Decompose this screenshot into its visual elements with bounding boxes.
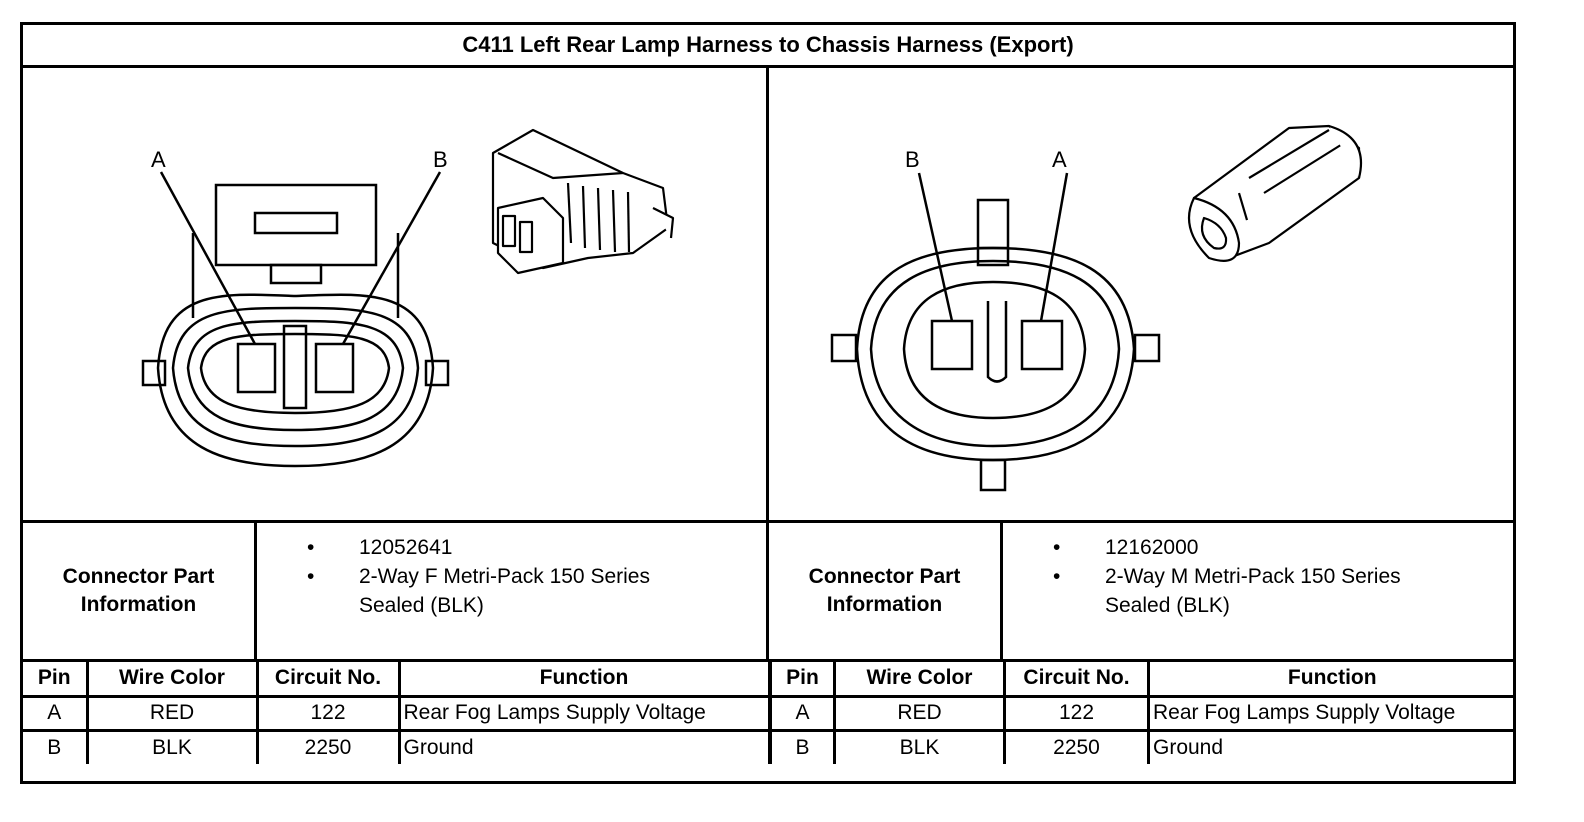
circuit-cell: 122 bbox=[255, 694, 401, 732]
wire-color-cell: BLK bbox=[85, 728, 259, 764]
right-part-info: Connector Part Information 12162000 2-Wa… bbox=[769, 520, 1513, 662]
pin-cell: B bbox=[769, 728, 836, 764]
left-part-description: 2-Way F Metri-Pack 150 Series Sealed (BL… bbox=[307, 562, 719, 620]
col-function: Function bbox=[1147, 662, 1515, 698]
table-header-row: Pin Wire Color Circuit No. Function bbox=[769, 662, 1515, 698]
col-pin: Pin bbox=[769, 662, 836, 698]
male-connector-illustration bbox=[1187, 124, 1363, 262]
connector-sheet: C411 Left Rear Lamp Harness to Chassis H… bbox=[20, 22, 1516, 784]
wire-color-cell: BLK bbox=[833, 728, 1006, 764]
right-pin-table: Pin Wire Color Circuit No. Function A RE… bbox=[769, 662, 1515, 764]
left-pin-table: Pin Wire Color Circuit No. Function A RE… bbox=[23, 662, 771, 764]
wire-color-cell: RED bbox=[85, 694, 259, 732]
right-part-number: 12162000 bbox=[1053, 533, 1465, 562]
circuit-cell: 2250 bbox=[1003, 728, 1150, 764]
left-pin-label-a: A bbox=[151, 147, 166, 172]
right-pin-label-b: B bbox=[905, 147, 920, 172]
right-part-info-list: 12162000 2-Way M Metri-Pack 150 Series S… bbox=[1003, 523, 1465, 659]
col-circuit: Circuit No. bbox=[255, 662, 401, 698]
table-row: B BLK 2250 Ground bbox=[769, 728, 1515, 764]
left-pin-label-b: B bbox=[433, 147, 448, 172]
female-connector-face-drawing: A B bbox=[141, 128, 675, 468]
col-wire-color: Wire Color bbox=[85, 662, 259, 698]
table-row: B BLK 2250 Ground bbox=[23, 728, 771, 764]
function-cell: Rear Fog Lamps Supply Voltage bbox=[397, 694, 771, 732]
left-part-info-label: Connector Part Information bbox=[23, 523, 257, 659]
col-pin: Pin bbox=[23, 662, 89, 698]
pin-cell: B bbox=[23, 728, 89, 764]
col-function: Function bbox=[397, 662, 771, 698]
function-cell: Ground bbox=[1147, 728, 1515, 764]
left-part-number: 12052641 bbox=[307, 533, 719, 562]
female-connector-illustration bbox=[491, 128, 675, 275]
male-connector-face-drawing: B A bbox=[830, 124, 1363, 492]
left-part-info-list: 12052641 2-Way F Metri-Pack 150 Series S… bbox=[257, 523, 719, 659]
circuit-cell: 122 bbox=[1003, 694, 1150, 732]
table-header-row: Pin Wire Color Circuit No. Function bbox=[23, 662, 771, 698]
diagram-title: C411 Left Rear Lamp Harness to Chassis H… bbox=[23, 25, 1513, 68]
right-pin-label-a: A bbox=[1052, 147, 1067, 172]
left-part-info: Connector Part Information 12052641 2-Wa… bbox=[23, 520, 769, 662]
right-connector-pane: B A bbox=[769, 68, 1513, 520]
table-row: A RED 122 Rear Fog Lamps Supply Voltage bbox=[769, 694, 1515, 732]
right-part-description: 2-Way M Metri-Pack 150 Series Sealed (BL… bbox=[1053, 562, 1465, 620]
left-connector-pane: A B bbox=[23, 68, 769, 520]
wire-color-cell: RED bbox=[833, 694, 1006, 732]
pin-cell: A bbox=[23, 694, 89, 732]
col-wire-color: Wire Color bbox=[833, 662, 1006, 698]
right-part-info-label: Connector Part Information bbox=[769, 523, 1003, 659]
function-cell: Ground bbox=[397, 728, 771, 764]
circuit-cell: 2250 bbox=[255, 728, 401, 764]
function-cell: Rear Fog Lamps Supply Voltage bbox=[1147, 694, 1515, 732]
table-row: A RED 122 Rear Fog Lamps Supply Voltage bbox=[23, 694, 771, 732]
pin-cell: A bbox=[769, 694, 836, 732]
col-circuit: Circuit No. bbox=[1003, 662, 1150, 698]
